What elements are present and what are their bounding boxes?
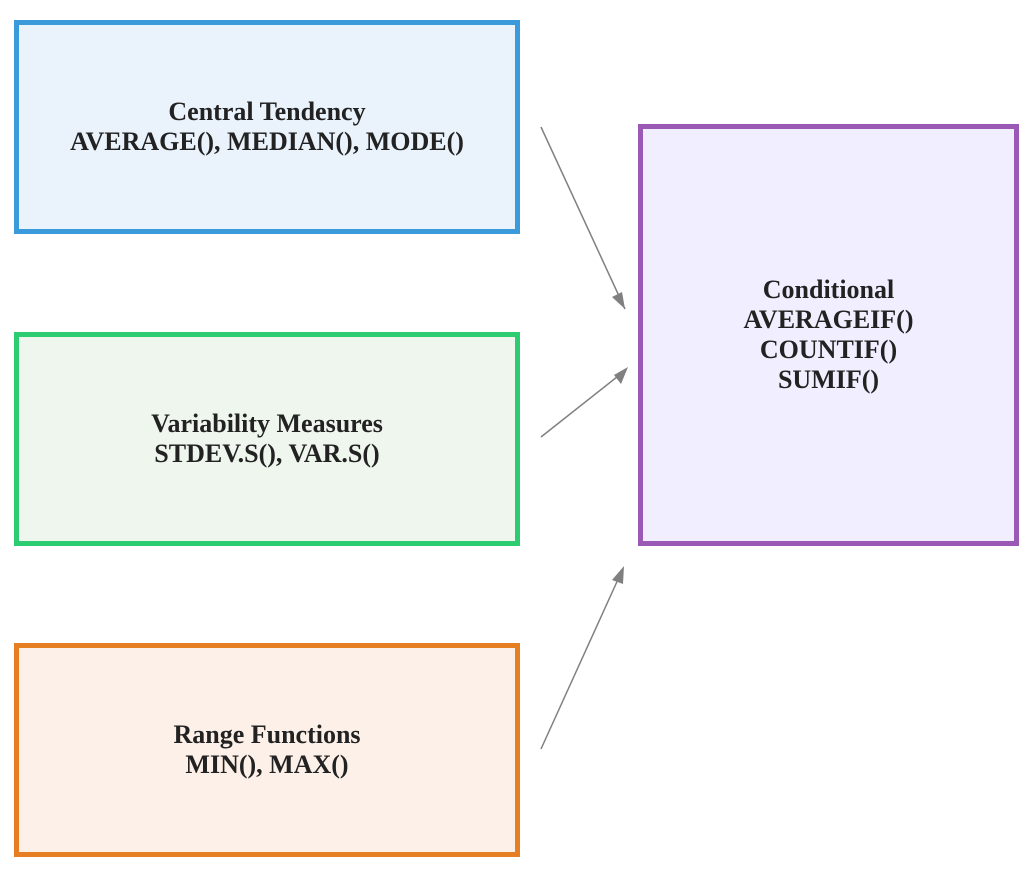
node-conditional-function: AVERAGEIF() [743, 305, 914, 334]
node-conditional-title: Conditional [762, 275, 895, 304]
arrow-central-to-conditional [540, 126, 626, 310]
node-range-title: Range Functions [173, 720, 361, 749]
node-variability-measures: Variability Measures STDEV.S(), VAR.S() [14, 332, 520, 546]
node-variability-functions: STDEV.S(), VAR.S() [154, 439, 380, 468]
node-variability-title: Variability Measures [151, 409, 383, 438]
node-range-functions: Range Functions MIN(), MAX() [14, 643, 520, 857]
node-conditional-function: COUNTIF() [759, 335, 898, 364]
arrow-variability-to-conditional [540, 372, 623, 438]
node-conditional: Conditional AVERAGEIF() COUNTIF() SUMIF(… [638, 124, 1019, 546]
node-range-functions: MIN(), MAX() [185, 750, 349, 779]
node-conditional-function: SUMIF() [777, 365, 880, 394]
arrowhead-range [612, 566, 624, 584]
arrow-range-to-conditional [540, 574, 621, 750]
node-central-tendency-title: Central Tendency [168, 97, 366, 126]
node-central-tendency: Central Tendency AVERAGE(), MEDIAN(), MO… [14, 20, 520, 234]
node-central-tendency-functions: AVERAGE(), MEDIAN(), MODE() [70, 127, 464, 156]
arrowhead-variability [614, 367, 628, 384]
arrowhead-central [612, 292, 625, 309]
